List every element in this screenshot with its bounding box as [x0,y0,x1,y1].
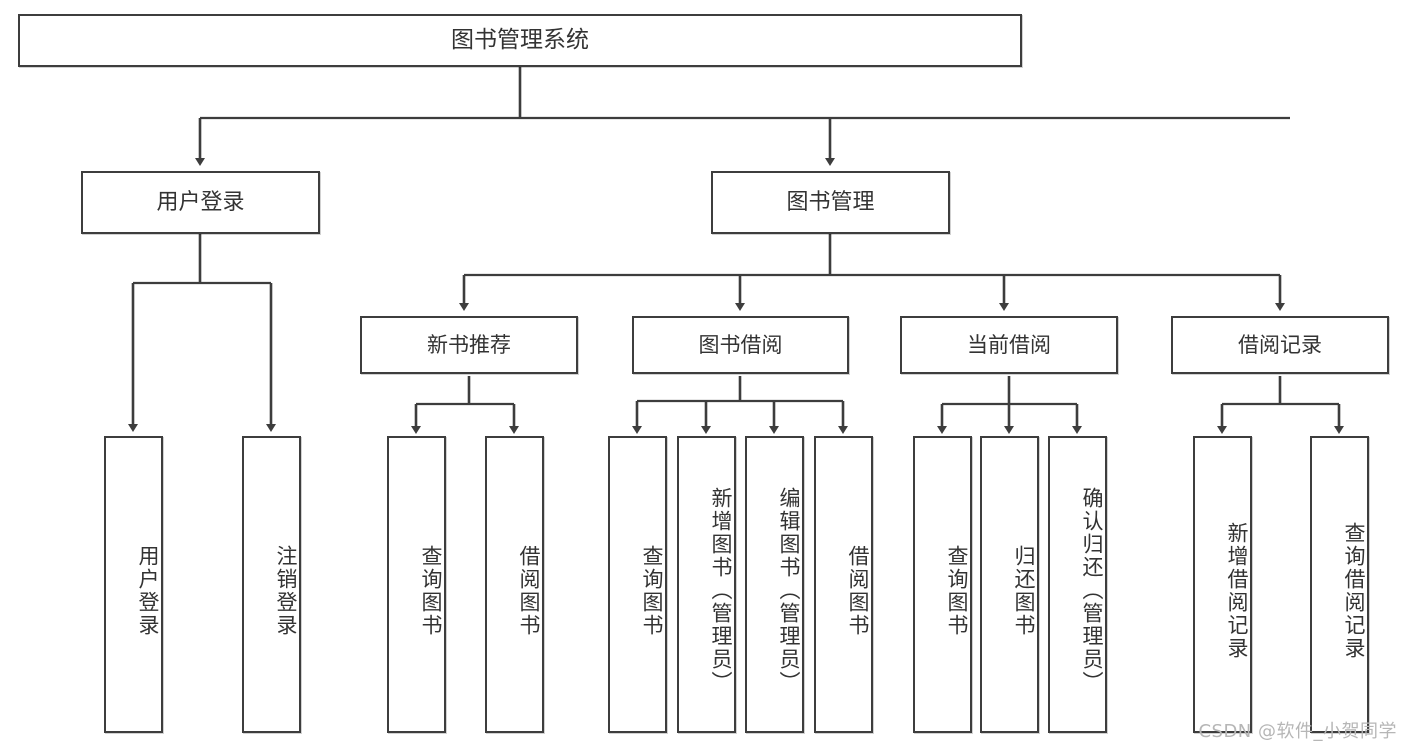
node-current-borrow[interactable]: 当前借阅 [900,316,1118,374]
leaf-current-borrow-query-book-label: 查询图书 [945,544,969,637]
leaf-new-book-query-book-label: 查询图书 [419,544,443,637]
node-current-borrow-label: 当前借阅 [967,332,1051,357]
node-borrow-record[interactable]: 借阅记录 [1171,316,1389,374]
leaf-book-borrow-add-book-label: 新增图书（管理员） [709,487,733,694]
node-book-management[interactable]: 图书管理 [711,171,950,234]
node-root-system[interactable]: 图书管理系统 [18,14,1022,67]
csdn-watermark: CSDN @软件_小贺同学 [1198,721,1397,742]
leaf-new-book-borrow-book[interactable]: 借阅图书 [485,436,544,733]
leaf-current-borrow-query-book[interactable]: 查询图书 [913,436,972,733]
leaf-user-login-logout[interactable]: 注销登录 [242,436,301,733]
leaf-user-login-login[interactable]: 用户登录 [104,436,163,733]
node-book-management-label: 图书管理 [786,189,875,215]
leaf-user-login-logout-label: 注销登录 [274,544,298,637]
leaf-user-login-login-label: 用户登录 [136,544,160,637]
leaf-book-borrow-add-book[interactable]: 新增图书（管理员） [677,436,736,733]
node-book-borrow-label: 图书借阅 [698,332,783,357]
leaf-borrow-record-add-record-label: 新增借阅记录 [1225,521,1249,660]
leaf-current-borrow-return-book-label: 归还图书 [1012,544,1036,637]
node-user-login[interactable]: 用户登录 [81,171,320,234]
node-user-login-label: 用户登录 [156,189,245,215]
leaf-new-book-borrow-book-label: 借阅图书 [517,544,541,637]
node-new-book-recommend[interactable]: 新书推荐 [360,316,578,374]
leaf-book-borrow-query-book[interactable]: 查询图书 [608,436,667,733]
leaf-borrow-record-query-record[interactable]: 查询借阅记录 [1310,436,1369,733]
leaf-current-borrow-return-book[interactable]: 归还图书 [980,436,1039,733]
leaf-book-borrow-borrow-book[interactable]: 借阅图书 [814,436,873,733]
leaf-new-book-query-book[interactable]: 查询图书 [387,436,446,733]
leaf-book-borrow-query-book-label: 查询图书 [640,544,664,637]
node-book-borrow[interactable]: 图书借阅 [632,316,849,374]
node-root-system-label: 图书管理系统 [451,27,589,54]
leaf-book-borrow-borrow-book-label: 借阅图书 [846,544,870,637]
node-borrow-record-label: 借阅记录 [1238,332,1322,357]
leaf-current-borrow-confirm-return[interactable]: 确认归还（管理员） [1048,436,1107,733]
leaf-borrow-record-add-record[interactable]: 新增借阅记录 [1193,436,1252,733]
leaf-current-borrow-confirm-return-label: 确认归还（管理员） [1080,487,1104,694]
node-new-book-recommend-label: 新书推荐 [427,332,511,357]
leaf-book-borrow-edit-book-label: 编辑图书（管理员） [777,487,801,694]
leaf-borrow-record-query-record-label: 查询借阅记录 [1342,521,1366,660]
leaf-book-borrow-edit-book[interactable]: 编辑图书（管理员） [745,436,804,733]
